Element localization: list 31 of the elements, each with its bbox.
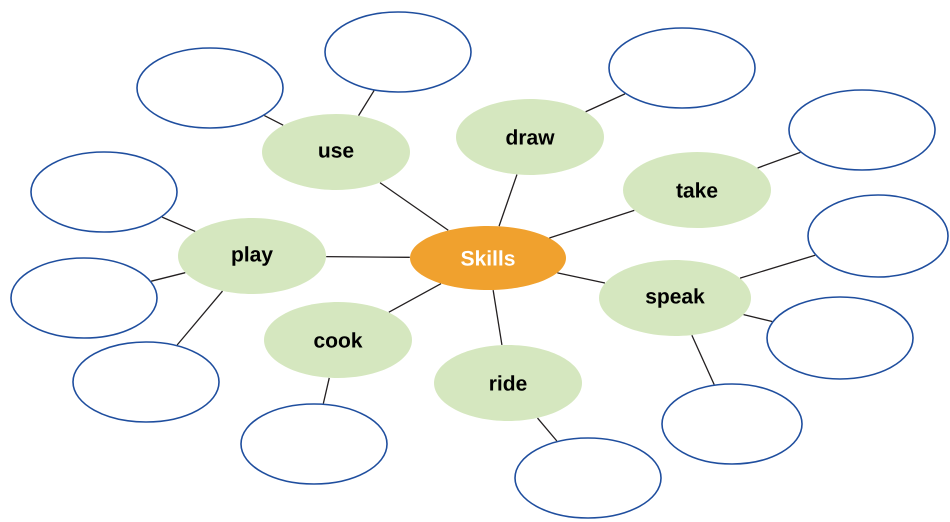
connector-line [740, 254, 816, 279]
blank-ellipse [514, 437, 662, 519]
blank-ellipse [240, 403, 388, 485]
connector-line [358, 90, 375, 116]
connector-line [264, 115, 284, 126]
connector-line [585, 93, 626, 112]
connector-line [151, 272, 186, 282]
connector-line [492, 290, 503, 346]
blank-ellipse [788, 89, 936, 171]
blank-ellipse [661, 383, 803, 465]
connector-line [388, 283, 442, 313]
connector-line [162, 216, 196, 232]
blank-ellipse [807, 194, 949, 278]
blank-ellipse [30, 151, 178, 233]
connector-line [691, 334, 715, 385]
blank-ellipse [608, 27, 756, 109]
connector-line [743, 314, 772, 322]
connector-line [537, 418, 558, 442]
blank-ellipse [766, 296, 914, 380]
connector-line [757, 152, 801, 169]
connector-line [549, 210, 634, 239]
connector-line [326, 256, 410, 258]
blank-ellipse [72, 341, 220, 423]
connector-line [322, 378, 330, 404]
blank-ellipse [136, 47, 284, 129]
connector-line [557, 272, 606, 284]
blank-ellipse [324, 11, 472, 93]
blank-ellipse [10, 257, 158, 339]
connector-line [498, 174, 518, 226]
connector-line [176, 290, 224, 346]
connector-line [380, 182, 449, 231]
